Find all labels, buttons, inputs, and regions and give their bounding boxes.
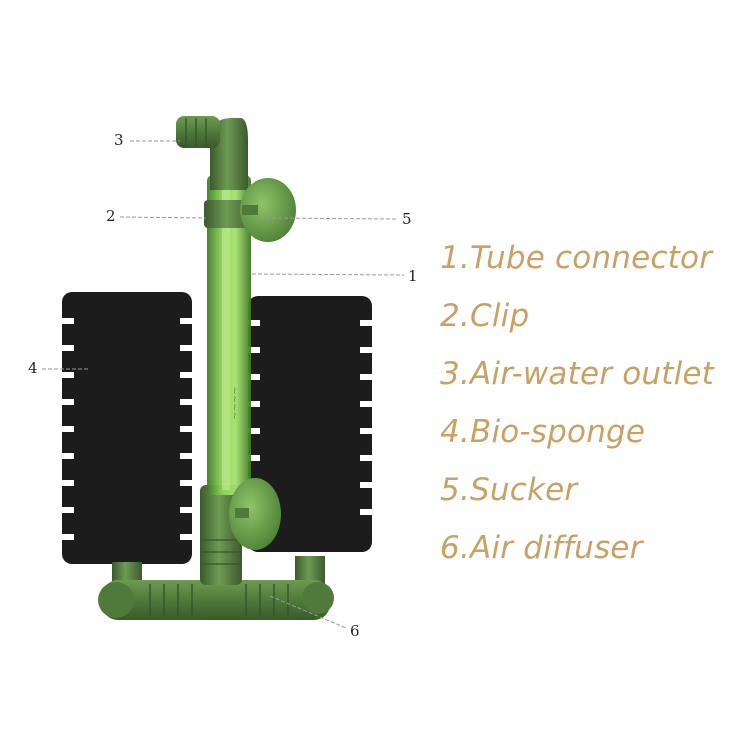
leader-lines (42, 140, 405, 629)
sucker-upper (240, 178, 296, 242)
sucker-lower (229, 478, 281, 550)
callout-number-3: 3 (114, 131, 124, 149)
legend-item-bio-sponge: 4.Bio-sponge (440, 414, 646, 450)
legend-item-air-diffuser: 6.Air diffuser (440, 530, 643, 566)
legend-item-clip: 2.Clip (440, 298, 530, 334)
callout-number-4: 4 (28, 359, 38, 377)
tube-connector: ~~~~ (207, 175, 251, 495)
callout-number-1: 1 (408, 267, 418, 285)
svg-text:~~~~: ~~~~ (230, 386, 241, 420)
air-water-outlet (176, 116, 248, 190)
legend-item-tube-connector: 1.Tube connector (440, 240, 713, 276)
callout-number-5: 5 (402, 210, 412, 228)
legend-item-air-water-outlet: 3.Air-water outlet (440, 356, 715, 392)
callout-number-6: 6 (350, 622, 360, 640)
left-bio-sponge (62, 292, 192, 564)
legend-item-sucker: 5.Sucker (440, 472, 578, 508)
callout-number-2: 2 (106, 207, 116, 225)
air-diffuser (98, 556, 334, 620)
parts-legend: 1.Tube connector 2.Clip 3.Air-water outl… (440, 236, 745, 584)
